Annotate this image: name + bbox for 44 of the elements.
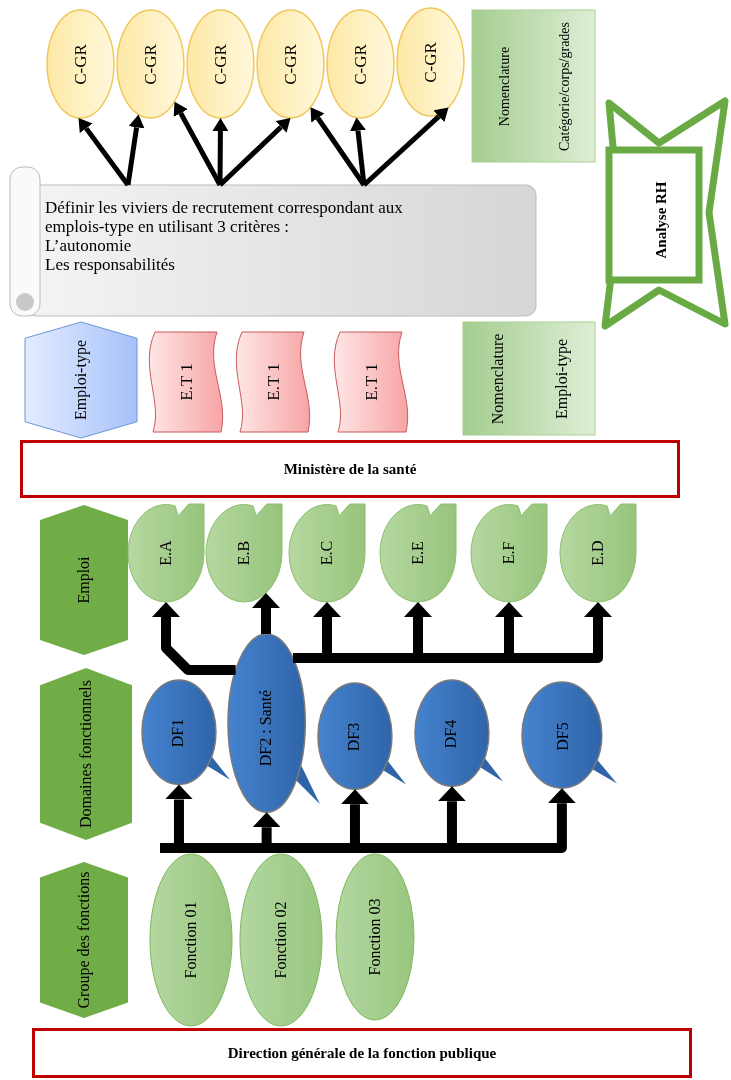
arrow: [78, 117, 130, 187]
node-label: E.A: [157, 540, 175, 566]
node-label: Fonction 01: [182, 901, 200, 979]
node-label: C-GR: [71, 43, 90, 85]
node-label: Fonction 02: [272, 901, 290, 979]
node-label: C-GR: [421, 41, 440, 83]
node-label: L’autonomie: [45, 236, 133, 256]
node-label: Emploi-type: [72, 340, 90, 420]
node-label: Fonction 03: [366, 898, 384, 976]
arrow: [252, 592, 280, 634]
node-label: E.E: [409, 541, 427, 565]
arrow: [350, 117, 367, 186]
node-label: DF5: [552, 721, 571, 751]
node-label: Catégorie/corps/grades: [555, 21, 571, 151]
node-label: E.F: [500, 541, 518, 565]
node-label: Analyse RH: [652, 181, 670, 259]
arrow: [125, 114, 145, 186]
node-label: C-GR: [351, 43, 370, 85]
node-label: DF2 : Santé: [257, 689, 275, 767]
node-label: E.T 1: [264, 363, 284, 401]
node-label: E.D: [589, 540, 607, 566]
node-label: DF3: [345, 722, 363, 752]
node-label: Emploi-type: [552, 338, 570, 419]
node-label: Nomenclature: [496, 46, 512, 126]
node-label: Emploi: [75, 556, 93, 604]
node-label: E.C: [318, 540, 336, 566]
node-label: Nomenclature: [488, 333, 506, 424]
node-label: Groupe des fonctions: [75, 871, 93, 1009]
node-label: DF4: [442, 719, 460, 749]
arrow: [152, 602, 236, 675]
node-label: Définir les viviers de recrutement correspondant aux emplois-type en utilisant 3 critères :: [45, 198, 404, 237]
arrow: [362, 107, 449, 187]
node-label: E.T 1: [362, 363, 382, 401]
node-label: E.B: [235, 540, 253, 566]
node-label: Direction générale de la fonction publique: [227, 1044, 497, 1062]
node-label: C-GR: [211, 43, 230, 85]
arrow: [218, 118, 291, 187]
node-label: E.T 1: [177, 363, 197, 401]
node-label: Domaines fonctionnels: [77, 680, 95, 828]
node-label: DF1: [169, 718, 187, 748]
node-label: C-GR: [141, 43, 160, 85]
node-label: Ministère de la santé: [283, 460, 417, 478]
node-label: Les responsabilités: [45, 255, 176, 275]
node-label: C-GR: [281, 43, 300, 85]
